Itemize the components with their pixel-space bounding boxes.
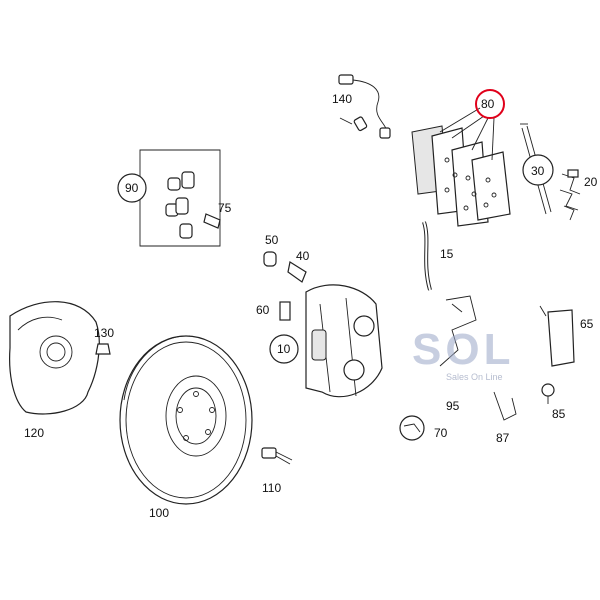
caliper-part-10: [305, 284, 383, 398]
spring-clips-part-20: [559, 169, 581, 221]
callout-60: 60: [256, 303, 270, 317]
highlight-ring-80: [475, 89, 505, 119]
bleeder-part-40: [287, 261, 307, 283]
brake-hose-part-15: [422, 221, 432, 291]
watermark-tagline: Sales On Line: [446, 372, 503, 382]
splash-shield-part-120: [9, 301, 100, 415]
callout-100: 100: [149, 506, 169, 520]
clip-part-87: [493, 391, 517, 421]
callout-75: 75: [218, 201, 232, 215]
callout-120: 120: [24, 426, 44, 440]
bolt-part-130: [95, 343, 111, 355]
callout-110: 110: [262, 481, 281, 495]
callout-ring-90: [117, 173, 147, 203]
callout-50: 50: [265, 233, 279, 247]
cap-part-50: [263, 251, 277, 267]
callout-140: 140: [332, 92, 352, 106]
callout-87: 87: [496, 431, 510, 445]
callout-40: 40: [296, 249, 310, 263]
callout-80: 80: [481, 97, 495, 111]
tool-part-70: [399, 415, 425, 441]
brake-pad-set-part-80: [411, 107, 511, 227]
callout-ring-30: [522, 154, 554, 186]
spring-part-95: [439, 295, 477, 367]
callout-15: 15: [440, 247, 454, 261]
screw-part-85: [541, 383, 555, 404]
bolt-part-60: [279, 301, 291, 321]
callout-20: 20: [584, 175, 598, 189]
watermark-logo: SOL: [412, 325, 514, 374]
callout-30: 30: [531, 164, 545, 178]
pad-shim-part-65: [539, 305, 575, 367]
callout-90: 90: [125, 181, 139, 195]
callout-65: 65: [580, 317, 594, 331]
brake-disc-part-100: [119, 335, 253, 505]
wear-sensor-part-140: [338, 74, 391, 139]
callout-95: 95: [446, 399, 460, 413]
callout-85: 85: [552, 407, 566, 421]
callout-10: 10: [277, 342, 291, 356]
callout-70: 70: [434, 426, 448, 440]
bleed-screw-part-75: [203, 213, 221, 229]
repair-kit-part-90: [139, 149, 221, 247]
callout-130: 130: [94, 326, 114, 340]
sol-watermark: SOL Sales On Line: [412, 325, 514, 382]
callout-ring-10: [269, 334, 299, 364]
wheel-bolt-part-110: [261, 447, 293, 465]
